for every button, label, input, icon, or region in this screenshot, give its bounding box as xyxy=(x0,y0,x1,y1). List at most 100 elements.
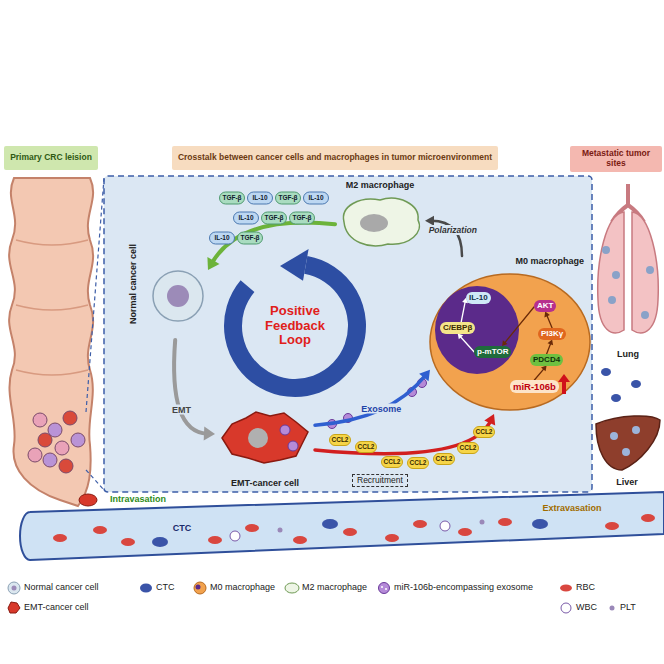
legend-icon xyxy=(196,585,201,590)
legend-icon xyxy=(8,582,20,594)
red-blood-cell xyxy=(641,514,655,522)
crosstalk-panel xyxy=(104,176,592,492)
primary-tumor xyxy=(55,441,69,455)
molecule-pill: AKT xyxy=(534,300,556,312)
primary-tumor xyxy=(59,459,73,473)
cytokine-dot: TGF-β xyxy=(237,232,263,245)
connector xyxy=(315,370,430,425)
connector-line xyxy=(315,420,491,453)
primary-tumor xyxy=(28,448,42,462)
primary-tumor xyxy=(28,411,85,473)
node-text: AKT xyxy=(537,301,553,311)
chemokine-dot: CCL2 xyxy=(433,453,455,465)
legend-icon xyxy=(381,586,383,588)
platelet xyxy=(278,520,485,533)
emt-cancer-cell xyxy=(248,428,268,448)
legend-text: RBC xyxy=(576,582,595,594)
red-blood-cell xyxy=(385,534,399,542)
node-text: Positive Feedback Loop xyxy=(253,304,337,349)
crosstalk-panel xyxy=(104,176,592,492)
legend-text: WBC xyxy=(576,602,597,614)
legend-text: M0 macrophage xyxy=(210,582,275,594)
node-text: EMT-cancer cell xyxy=(215,478,315,489)
legend-icon xyxy=(560,585,572,592)
molecule-pill: IL-10 xyxy=(466,292,491,304)
circulating-tumor-cell xyxy=(152,368,641,547)
white-blood-cell xyxy=(230,531,240,541)
chemokine-dot: CCL2 xyxy=(355,441,377,453)
edge-label: Exosome xyxy=(359,403,403,414)
primary-tumor xyxy=(33,413,47,427)
molecule-pill: C/EBPβ xyxy=(440,322,475,334)
m2-macrophage-cell xyxy=(343,198,419,246)
normal-cancer-cell xyxy=(153,271,203,321)
liver xyxy=(622,448,630,456)
liver xyxy=(596,416,660,470)
chemokine-dot: CCL2 xyxy=(457,442,479,454)
legend-text: Normal cancer cell xyxy=(24,582,99,594)
legend-text: miR-106b-encompassing exosome xyxy=(394,582,533,594)
connector xyxy=(534,366,546,380)
connector-line xyxy=(461,301,465,322)
node-text: Lung xyxy=(594,349,662,360)
legend-icon xyxy=(140,584,152,593)
organ-node: Liver xyxy=(592,410,662,492)
connector-line xyxy=(174,340,207,434)
header-band: Crosstalk between cancer cells and macro… xyxy=(172,146,498,170)
node-text: Liver xyxy=(592,477,662,488)
feedback-ring xyxy=(233,265,357,388)
primary-tumor xyxy=(63,411,77,425)
connector xyxy=(458,334,474,352)
connector xyxy=(207,222,335,270)
arrowhead xyxy=(419,370,430,382)
lung xyxy=(608,296,616,304)
red-blood-cell xyxy=(53,514,655,546)
cell-node: EMT-cancer cell xyxy=(215,410,315,490)
circulating-tumor-cell xyxy=(532,519,548,529)
node-text: IL-10 xyxy=(469,293,488,303)
circulating-tumor-cell xyxy=(611,394,621,402)
cytokine-dot: TGF-β xyxy=(261,212,287,225)
connector-line xyxy=(547,315,553,328)
chemokine-dot: CCL2 xyxy=(473,426,495,438)
connector xyxy=(502,307,534,346)
mirna-label: miR-106b xyxy=(510,380,559,393)
red-blood-cell xyxy=(93,526,107,534)
liver xyxy=(632,426,640,434)
molecule-pill: PI3Kγ xyxy=(538,328,566,340)
circulating-tumor-cell xyxy=(631,380,641,388)
legend-icon xyxy=(561,603,571,613)
cell-node: Normal cancer cell xyxy=(128,240,208,340)
red-blood-cell xyxy=(458,528,472,536)
legend-icon xyxy=(285,583,299,593)
molecule-pill: p-mTOR xyxy=(474,346,511,358)
m0-macrophage-cell xyxy=(430,274,590,410)
lung xyxy=(598,184,659,333)
node-text: Metastatic tumor sites xyxy=(574,149,658,169)
white-blood-cell xyxy=(440,521,450,531)
cytokine-dot: IL-10 xyxy=(233,212,259,225)
arrowhead xyxy=(207,257,219,270)
liver xyxy=(596,416,660,470)
normal-cancer-cell xyxy=(167,285,189,307)
dashed-box: Recruitment xyxy=(352,474,408,487)
legend-icon xyxy=(385,588,387,590)
zoom-lines xyxy=(86,178,104,490)
loop-circle: Positive Feedback Loop xyxy=(219,250,371,402)
edge-label: EMT xyxy=(170,404,193,415)
circulating-tumor-cell xyxy=(601,368,611,376)
red-blood-cell xyxy=(498,518,512,526)
primary-tumor xyxy=(38,433,52,447)
molecule-pill: PDCD4 xyxy=(530,354,563,366)
header-band: Metastatic tumor sites xyxy=(570,146,662,172)
arrowhead xyxy=(541,366,547,372)
colon xyxy=(16,240,88,375)
zoom-lines xyxy=(86,178,104,490)
red-blood-cell xyxy=(53,534,67,542)
cytokine-dot: TGF-β xyxy=(219,192,245,205)
red-blood-cell xyxy=(343,528,357,536)
cytokine-dot: TGF-β xyxy=(289,212,315,225)
emt-cancer-cell xyxy=(288,441,298,451)
legend-icon xyxy=(379,583,390,594)
